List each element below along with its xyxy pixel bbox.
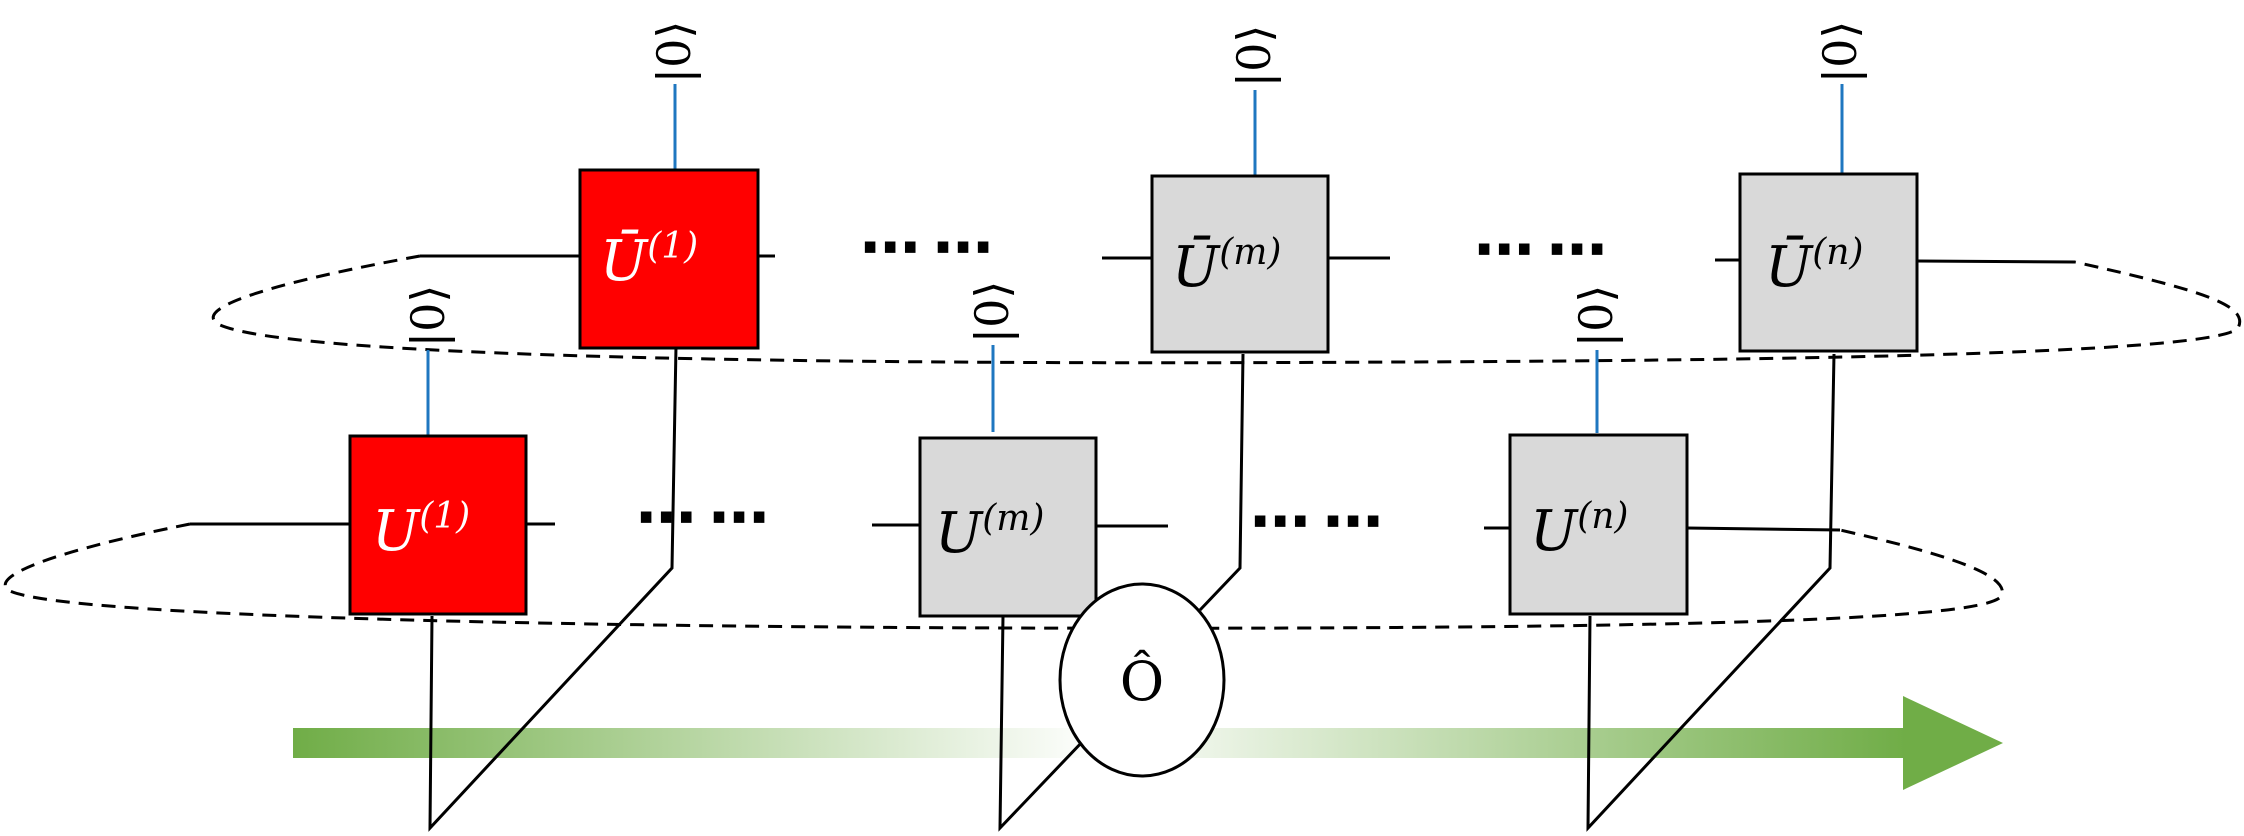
- ket-label-lower-m: |0⟩: [965, 281, 1019, 344]
- lower-box-m-label: U(m): [935, 498, 1044, 566]
- upper-box-m: [1150, 174, 1330, 354]
- upper-box-1-label: Ū(1): [600, 226, 698, 294]
- ket-label-lower-n: |0⟩: [1569, 285, 1623, 348]
- ellipsis-upper-right: ⋯ ⋯: [1474, 215, 1603, 285]
- ket-wires: [426, 84, 1844, 436]
- lower-box-m: [918, 436, 1098, 618]
- lower-row-legs: [190, 522, 1841, 532]
- lower-ring-dashed: [3, 522, 2004, 630]
- lower-box-1: [348, 434, 528, 616]
- ket-label-upper-1: |0⟩: [647, 21, 701, 84]
- operator-label: Ô: [1120, 649, 1164, 713]
- operator-ellipse: [1058, 582, 1226, 778]
- ellipsis-lower-right: ⋯ ⋯: [1250, 487, 1379, 557]
- ket-label-lower-1: |0⟩: [401, 285, 455, 348]
- upper-box-1: [578, 168, 760, 350]
- lower-box-n: [1508, 433, 1689, 616]
- ket-label-upper-m: |0⟩: [1227, 25, 1281, 88]
- upper-row-legs: [420, 254, 2076, 264]
- lower-box-1-label: U(1): [372, 496, 470, 564]
- lower-box-n-label: U(n): [1530, 496, 1628, 564]
- operator-node: Ô: [1058, 582, 1226, 778]
- ellipsis-lower-left: ⋯ ⋯: [636, 483, 765, 553]
- upper-tensor-boxes: Ū(1) Ū(m) Ū(n): [578, 168, 1919, 354]
- upper-box-n-label: Ū(n): [1765, 232, 1863, 300]
- ellipsis-group: ⋯ ⋯ ⋯ ⋯ ⋯ ⋯ ⋯ ⋯: [636, 213, 1607, 557]
- contraction-wires: [428, 345, 1836, 832]
- lower-tensor-boxes: U(1) U(m) U(n): [348, 433, 1689, 618]
- ellipsis-upper-left: ⋯ ⋯: [860, 213, 989, 283]
- ket-label-upper-n: |0⟩: [1813, 21, 1867, 84]
- upper-box-n: [1738, 172, 1919, 353]
- ket-labels: |0⟩ |0⟩ |0⟩ |0⟩ |0⟩ |0⟩: [401, 21, 1867, 348]
- upper-box-m-label: Ū(m): [1172, 232, 1281, 300]
